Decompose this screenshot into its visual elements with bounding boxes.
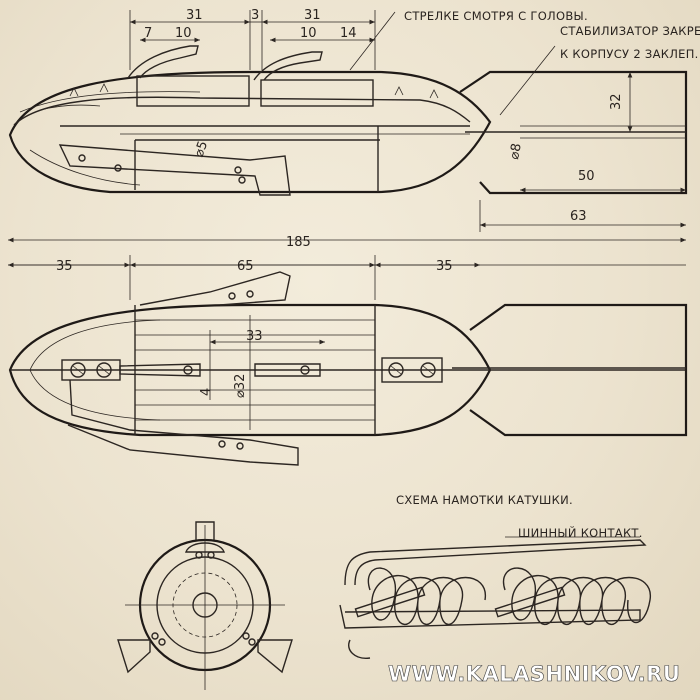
top-dimensions — [8, 10, 686, 243]
note-stabilizer-2: К КОРПУСУ 2 ЗАКЛЕП. — [560, 47, 699, 61]
dim-nose-length: 35 — [56, 259, 73, 274]
dim-small-offset: 4 — [199, 388, 214, 396]
note-stabilizer-1: СТАБИЛИЗАТОР ЗАКРЕПИ — [560, 24, 700, 38]
dim-31-right: 31 — [304, 8, 321, 23]
dim-10-right: 10 — [300, 26, 317, 41]
dim-diameter-8: ⌀8 — [507, 142, 525, 160]
coil-scheme — [339, 536, 651, 659]
watermark: WWW.KALASHNIKOV.RU — [388, 662, 680, 686]
dim-diameter-5: ⌀5 — [192, 139, 212, 159]
note-tire-contact: ШИННЫЙ КОНТАКТ. — [518, 525, 643, 540]
note-top-arrow: СТРЕЛКЕ СМОТРЯ С ГОЛОВЫ. — [404, 9, 588, 23]
dim-tail-length: 63 — [570, 209, 587, 224]
top-section-view — [8, 45, 688, 196]
front-view — [117, 521, 293, 690]
side-view — [8, 255, 688, 466]
dim-body-length: 65 — [237, 259, 254, 274]
dim-10-left: 10 — [175, 26, 192, 41]
dim-total-length: 185 — [286, 235, 311, 250]
dim-31-left: 31 — [186, 8, 203, 23]
dim-14: 14 — [340, 26, 357, 41]
dim-stab-height: 32 — [609, 93, 624, 110]
dim-3: 3 — [251, 8, 259, 23]
dim-tail-section: 35 — [436, 259, 453, 274]
dim-body-diameter: ⌀32 — [233, 374, 248, 398]
dim-contact-spacing: 33 — [246, 329, 263, 344]
dim-7: 7 — [144, 26, 152, 41]
dim-stab-length: 50 — [578, 169, 595, 184]
note-coil-title: СХЕМА НАМОТКИ КАТУШКИ. — [396, 493, 573, 507]
